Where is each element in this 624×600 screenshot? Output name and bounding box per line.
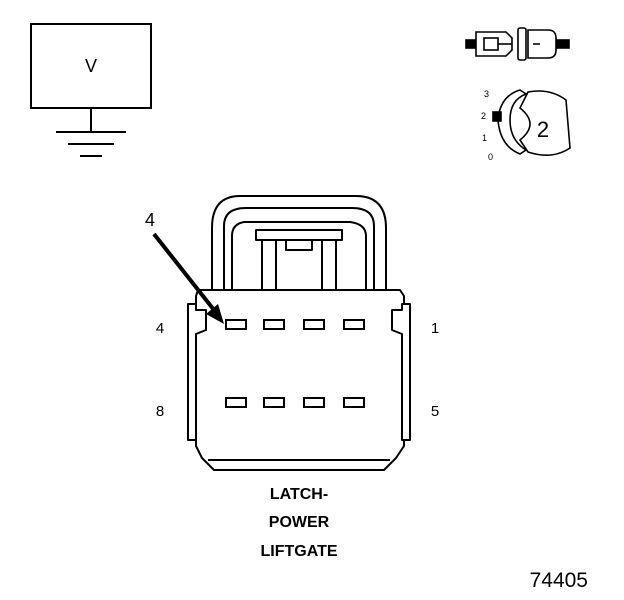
callout-arrow [152,232,224,324]
cavity-3 [263,319,285,330]
terminal-fit-icon [492,89,571,156]
cavity-7 [263,397,285,408]
voltmeter-symbol: V [85,56,97,76]
voltmeter-ground-symbol [30,23,152,157]
probe-position-1: 1 [482,133,487,143]
pin-label-bottom-left: 8 [156,403,164,420]
cavity-6 [303,397,325,408]
pin-cavities [225,319,365,408]
probe-position-2: 2 [481,111,486,121]
terminal-probe-icon [465,27,570,61]
pin-label-top-left: 4 [156,320,164,337]
connector-caption-line-2: POWER [269,514,330,531]
figure-number: 74405 [530,569,588,592]
cavity-4 [225,319,247,330]
probe-test-number: 2 [537,117,549,142]
connector-caption-line-1: LATCH- [270,486,328,503]
probe-position-0: 0 [488,152,493,162]
pin-label-top-right: 1 [431,320,439,337]
pin-label-bottom-right: 5 [431,403,439,420]
connector-caption-line-3: LIFTGATE [260,543,337,560]
cavity-1 [343,319,365,330]
cavity-2 [303,319,325,330]
cavity-8 [225,397,247,408]
callout-number: 4 [145,210,155,230]
probe-position-3: 3 [484,89,489,99]
cavity-5 [343,397,365,408]
connector-body [187,195,411,471]
